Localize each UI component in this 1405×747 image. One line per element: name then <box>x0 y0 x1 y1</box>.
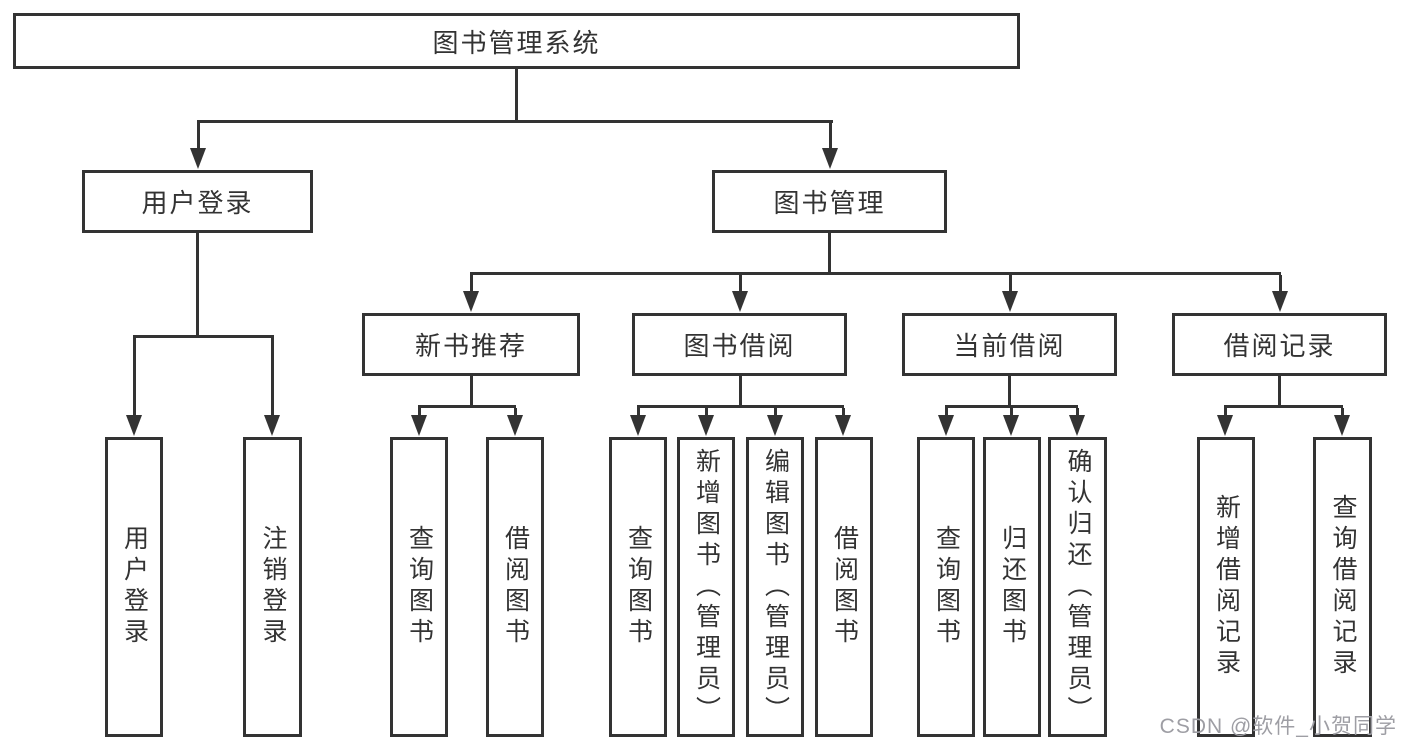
arrowhead-cb-confirm <box>1069 415 1085 436</box>
connector-new-book-rec-down <box>470 376 473 405</box>
arrowhead-current-borrow <box>1002 291 1018 312</box>
connector-current-borrow-horizontal <box>945 405 1078 408</box>
connector-arrow-cb-query-stem <box>945 408 948 417</box>
connector-book-borrow-down <box>739 376 742 405</box>
leaf-cb-query-books: 查询图书 <box>917 437 975 737</box>
connector-arrow-br-add-stem <box>1224 408 1227 417</box>
connector-borrow-records-down <box>1278 376 1281 405</box>
connector-arrow-bb-borrow-stem <box>842 408 845 417</box>
connector-arrow-bb-query-stem <box>637 408 640 417</box>
connector-root-down <box>515 69 518 123</box>
arrowhead-br-add <box>1217 415 1233 436</box>
leaf-nbr-query-books: 查询图书 <box>390 437 448 737</box>
leaf-user-login: 用户登录 <box>105 437 163 737</box>
connector-arrow-new-book-rec-stem <box>470 275 473 293</box>
connector-user-login-horizontal <box>133 335 274 338</box>
connector-book-mgmt-down <box>828 233 831 272</box>
connector-arrow-book-mgmt-stem <box>829 123 832 150</box>
node-borrowing-records: 借阅记录 <box>1172 313 1387 376</box>
node-book-management: 图书管理 <box>712 170 947 233</box>
connector-new-book-rec-horizontal <box>418 405 516 408</box>
connector-arrow-current-borrow-stem <box>1009 275 1012 293</box>
connector-arrow-bb-add-stem <box>705 408 708 417</box>
arrowhead-borrow-records <box>1272 291 1288 312</box>
connector-current-borrow-down <box>1008 376 1011 405</box>
connector-arrow-nbr-borrow-stem <box>514 408 517 417</box>
node-book-borrowing: 图书借阅 <box>632 313 847 376</box>
connector-book-borrow-horizontal <box>637 405 844 408</box>
arrowhead-leaf-user-login <box>126 415 142 436</box>
arrowhead-leaf-logout <box>264 415 280 436</box>
node-library-management-system: 图书管理系统 <box>13 13 1020 69</box>
arrowhead-nbr-query <box>411 415 427 436</box>
arrowhead-cb-query <box>938 415 954 436</box>
leaf-nbr-borrow-books: 借阅图书 <box>486 437 544 737</box>
node-new-book-recommendation: 新书推荐 <box>362 313 580 376</box>
connector-user-login-down <box>196 233 199 335</box>
leaf-logout: 注销登录 <box>243 437 302 737</box>
leaf-cb-return-books: 归还图书 <box>983 437 1041 737</box>
leaf-br-add-record: 新增借阅记录 <box>1197 437 1255 737</box>
arrowhead-bb-edit <box>767 415 783 436</box>
connector-arrow-user-login-stem <box>197 123 200 150</box>
connector-arrow-borrow-records-stem <box>1279 275 1282 293</box>
arrowhead-nbr-borrow <box>507 415 523 436</box>
leaf-bb-add-books-admin: 新增图书（管理员） <box>677 437 735 737</box>
arrowhead-user-login <box>190 148 206 169</box>
leaf-bb-edit-books-admin: 编辑图书（管理员） <box>746 437 804 737</box>
connector-borrow-records-horizontal <box>1224 405 1343 408</box>
arrowhead-book-mgmt <box>822 148 838 169</box>
connector-arrow-book-borrow-stem <box>739 275 742 293</box>
leaf-bb-borrow-books: 借阅图书 <box>815 437 873 737</box>
connector-level3-horizontal <box>470 272 1281 275</box>
connector-arrow-bb-edit-stem <box>774 408 777 417</box>
connector-arrow-leaf-logout-stem <box>271 338 274 417</box>
arrowhead-br-query <box>1334 415 1350 436</box>
leaf-cb-confirm-return-admin: 确认归还（管理员） <box>1048 437 1107 737</box>
node-current-borrowing: 当前借阅 <box>902 313 1117 376</box>
connector-arrow-cb-confirm-stem <box>1076 408 1079 417</box>
leaf-bb-query-books: 查询图书 <box>609 437 667 737</box>
leaf-br-query-record: 查询借阅记录 <box>1313 437 1372 737</box>
arrowhead-bb-query <box>630 415 646 436</box>
connector-arrow-leaf-user-login-stem <box>133 338 136 417</box>
arrowhead-new-book-rec <box>463 291 479 312</box>
watermark: CSDN @软件_小贺同学 <box>1159 715 1397 738</box>
connector-arrow-nbr-query-stem <box>418 408 421 417</box>
arrowhead-bb-add <box>698 415 714 436</box>
connector-level2-horizontal <box>197 120 833 123</box>
arrowhead-book-borrow <box>732 291 748 312</box>
node-user-login: 用户登录 <box>82 170 313 233</box>
connector-arrow-br-query-stem <box>1341 408 1344 417</box>
arrowhead-bb-borrow <box>835 415 851 436</box>
arrowhead-cb-return <box>1003 415 1019 436</box>
connector-arrow-cb-return-stem <box>1010 408 1013 417</box>
